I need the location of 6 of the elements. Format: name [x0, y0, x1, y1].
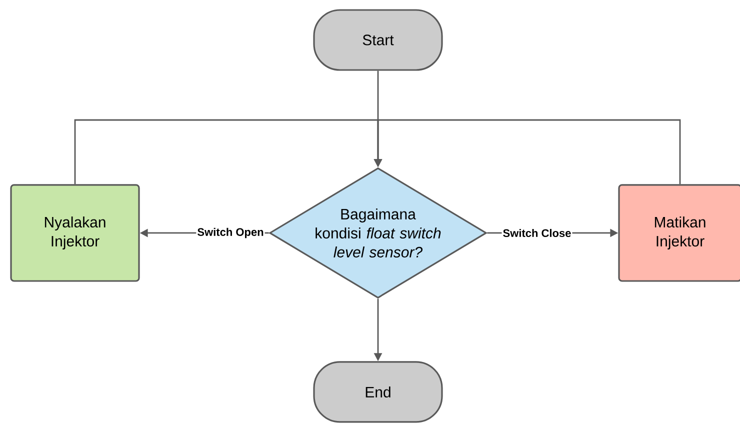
process-box: Matikan Injektor [618, 184, 740, 282]
edge-label: Switch Open [196, 226, 265, 240]
start-terminal: Start [313, 9, 443, 71]
edge-label: Switch Close [502, 228, 572, 238]
process-box: Nyalakan Injektor [10, 184, 140, 282]
end-terminal: End [313, 361, 443, 423]
